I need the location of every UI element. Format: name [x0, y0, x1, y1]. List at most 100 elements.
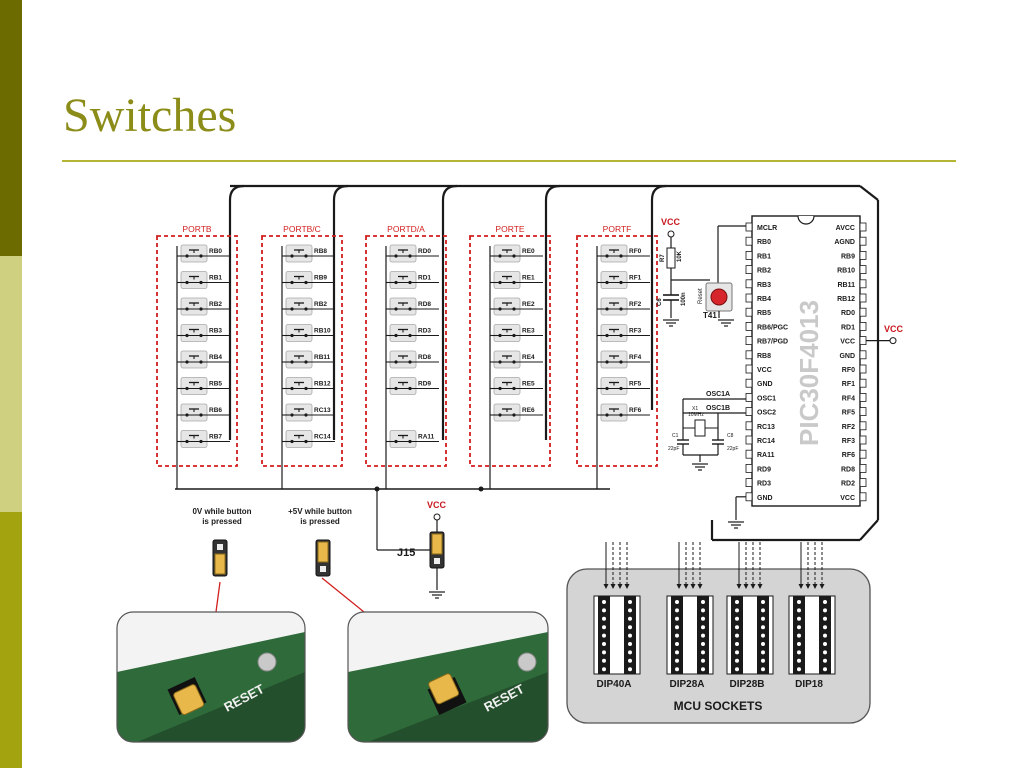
switch-pin — [408, 439, 412, 444]
push-button-switch: RB10 — [282, 324, 335, 342]
socket-hole — [701, 642, 705, 646]
mcu-pin-pad — [745, 336, 753, 346]
switch-pin — [619, 386, 623, 391]
socket-arrowhead — [697, 584, 703, 589]
pcb-shadow — [368, 672, 548, 742]
slide-title: Switches — [63, 89, 237, 142]
switch-pin — [394, 254, 398, 258]
mcu-pin-pad — [859, 265, 867, 275]
mcu-right-pin: VCC — [840, 339, 855, 346]
socket-name: DIP28B — [729, 679, 764, 690]
switch-pin — [185, 413, 189, 417]
switch-pin — [619, 360, 623, 364]
mcu-pin-pad — [859, 321, 867, 331]
mcu-pin-pad — [745, 407, 753, 417]
mcu-pin-pad — [859, 222, 867, 232]
mcu-pin-pad — [859, 250, 867, 260]
socket-hole — [675, 608, 679, 613]
switch-body — [493, 297, 521, 316]
socket-hole — [628, 650, 632, 655]
switch-pin — [290, 386, 294, 391]
pin-label: RC13 — [314, 407, 331, 414]
pin-label: RC14 — [314, 434, 331, 441]
c8-label: C8 — [727, 433, 734, 439]
jumper-pin — [320, 566, 326, 572]
pcb-mount-hole — [257, 652, 277, 672]
mcu-left-pin: GND — [757, 381, 773, 388]
mcu-pin-pad — [859, 407, 867, 417]
switch-pin — [498, 254, 502, 258]
switch-body — [285, 403, 313, 422]
push-button-switch: RB7 — [177, 430, 230, 448]
socket-hole — [701, 633, 705, 638]
socket-hole — [602, 650, 606, 655]
socket-hole — [701, 616, 705, 621]
switch-pin — [199, 386, 203, 391]
pin-label: RF5 — [629, 381, 642, 388]
socket-arrowhead — [683, 584, 689, 589]
push-button-switch: RB3 — [177, 324, 230, 342]
switch-pin — [498, 307, 502, 311]
switch-pin — [304, 360, 308, 364]
socket-hole — [735, 650, 739, 655]
mcu-pin-pad — [859, 449, 867, 459]
right-bus — [859, 519, 879, 541]
bus-wires — [175, 184, 880, 542]
switch-body — [180, 297, 208, 316]
mcu-right-pin: GND — [839, 353, 855, 360]
switch-pin — [304, 413, 308, 417]
mcu-pin-pad — [859, 392, 867, 402]
socket-hole — [602, 667, 606, 672]
switch-pin — [605, 280, 609, 285]
push-button-switch: RE1 — [490, 271, 543, 289]
switch-body — [493, 324, 521, 342]
socket-hole — [735, 658, 739, 663]
pin-label: RF3 — [629, 328, 642, 335]
push-button-switch: RB2 — [177, 297, 230, 316]
socket-hole — [797, 658, 801, 663]
port-border — [365, 235, 447, 467]
mcu-left-pin: RB6/PGC — [757, 324, 788, 331]
mcu-pin-pad — [745, 435, 753, 445]
switch-pin — [185, 333, 189, 338]
mcu-right-pin: RB9 — [841, 253, 855, 260]
mcu-pin-pad — [745, 265, 753, 275]
socket-hole — [797, 633, 801, 638]
switch-body — [285, 324, 313, 342]
push-button-switch: RB5 — [177, 377, 230, 395]
reset-vcc-label: VCC — [661, 217, 681, 227]
socket-hole — [735, 616, 739, 621]
socket-arrowhead — [676, 584, 682, 589]
switch-body — [493, 403, 521, 422]
pin-label: RB0 — [209, 248, 222, 255]
push-button-switch: RD8 — [386, 297, 439, 316]
socket-hole — [823, 667, 827, 672]
switch-body — [493, 244, 521, 263]
socket-hole — [628, 600, 632, 604]
switch-pin — [199, 333, 203, 338]
vcc-terminal — [889, 337, 897, 345]
push-button-switch: RB8 — [282, 244, 335, 263]
switch-pin — [304, 307, 308, 311]
mcu-left-pin: VCC — [757, 367, 772, 374]
socket-hole — [761, 650, 765, 655]
mcu-left-pin: MCLR — [757, 225, 777, 232]
pin-label: RB10 — [314, 328, 331, 335]
bus-corner — [332, 184, 349, 201]
mcu-pin-pad — [859, 463, 867, 473]
switch-pin — [394, 307, 398, 311]
push-button-switch: RF2 — [597, 297, 650, 316]
switch-pin — [394, 360, 398, 364]
mcu-pin-pad — [859, 478, 867, 488]
pin-label: RD9 — [418, 381, 431, 388]
switch-body — [285, 377, 313, 395]
pin-label: RB9 — [314, 275, 327, 282]
pin-label: RE4 — [522, 354, 535, 361]
osc1-label: OSC1A — [706, 391, 730, 398]
pin-label: RB12 — [314, 381, 331, 388]
switch-pin — [408, 360, 412, 364]
